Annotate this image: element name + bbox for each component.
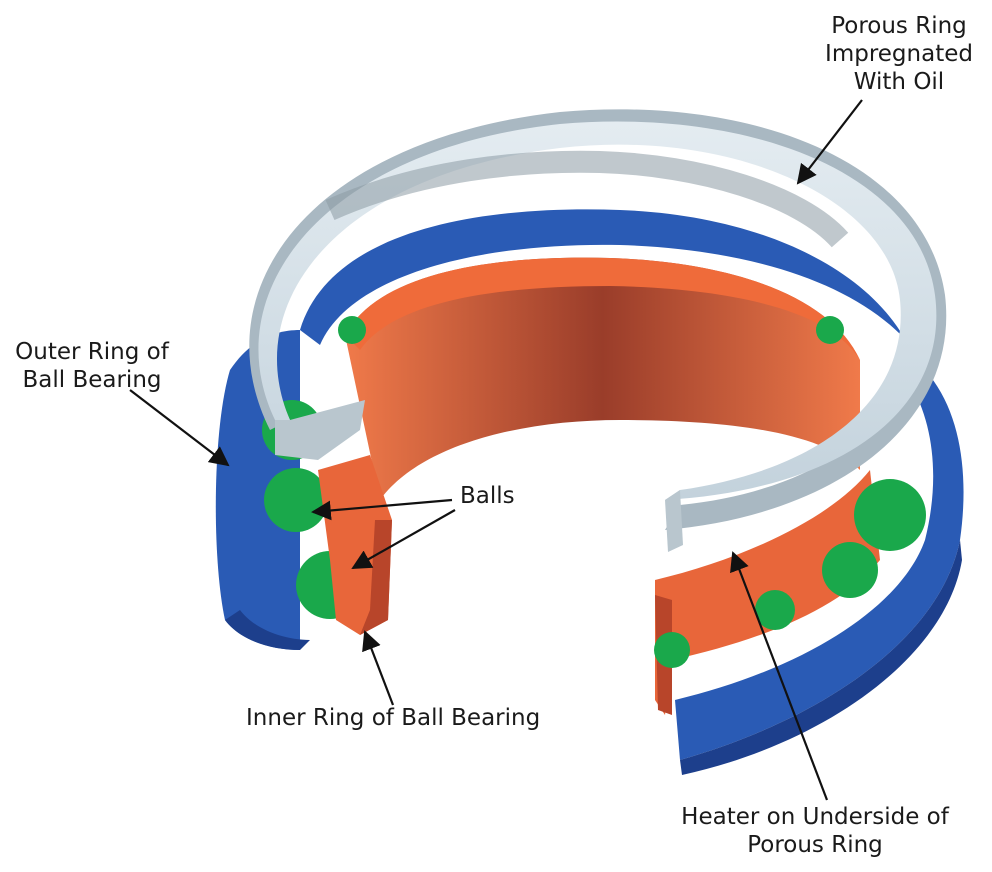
outer-ring-back	[300, 209, 935, 385]
label-inner-ring-text: Inner Ring of Ball Bearing	[246, 705, 541, 731]
ball-back-left	[338, 316, 366, 344]
arrow-outer-ring	[129, 389, 230, 467]
arrow-ball-1	[311, 498, 453, 521]
label-outer-ring: Outer Ring of Ball Bearing	[2, 338, 182, 394]
porous-ring	[249, 109, 947, 552]
label-outer-ring-line-1: Outer Ring of	[15, 339, 169, 365]
arrow-ball-2	[351, 509, 456, 569]
label-porous-ring-line-3: With Oil	[853, 69, 945, 95]
outer-ring-right	[675, 360, 964, 775]
label-porous-ring-line-1: Porous Ring	[831, 13, 967, 39]
inner-ring-back	[345, 257, 860, 500]
label-outer-ring-line-2: Ball Bearing	[22, 367, 162, 393]
balls-right	[654, 479, 926, 668]
label-heater-line-1: Heater on Underside of	[681, 804, 949, 830]
label-porous-ring: Porous Ring Impregnated With Oil	[804, 12, 992, 96]
inner-ring-left	[318, 455, 392, 635]
label-heater: Heater on Underside of Porous Ring	[660, 803, 970, 859]
ball-back-right	[816, 316, 844, 344]
arrow-porous-ring	[796, 99, 863, 185]
label-balls: Balls	[460, 482, 515, 510]
label-porous-ring-line-2: Impregnated	[825, 41, 973, 67]
arrow-inner-ring	[362, 630, 395, 706]
label-heater-line-2: Porous Ring	[747, 832, 883, 858]
label-inner-ring: Inner Ring of Ball Bearing	[246, 704, 540, 732]
arrow-heater	[730, 551, 829, 801]
label-balls-text: Balls	[460, 483, 515, 509]
